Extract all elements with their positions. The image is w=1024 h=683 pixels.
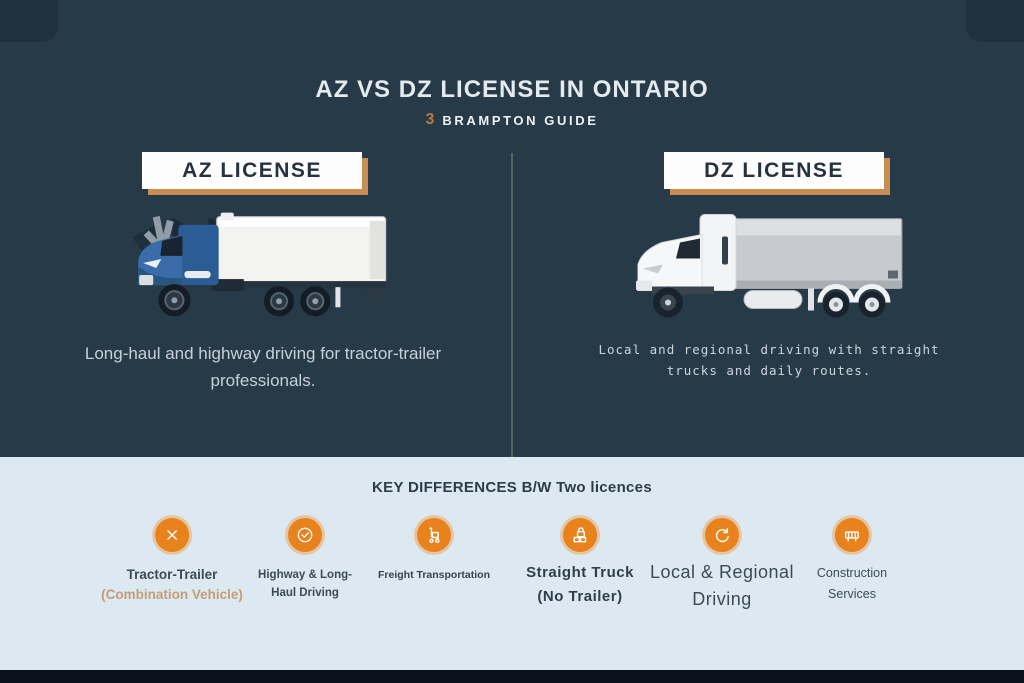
label-line2: Services (828, 587, 876, 602)
key-differences-heading: KEY DIFFERENCES B/W Two licences (372, 479, 652, 496)
check-badge-icon (287, 518, 322, 552)
dz-license-banner: DZ LICENSE (664, 152, 884, 189)
key-difference-local-regional: Local & Regional Driving (650, 518, 794, 613)
page-title: AZ VS DZ LICENSE IN ONTARIO (315, 76, 709, 103)
white-straight-truck-icon (636, 214, 903, 318)
label-line1: Highway & Long- (258, 569, 352, 581)
label-line1: Freight Transportation (377, 569, 491, 581)
key-differences-section (0, 457, 1024, 670)
key-difference-freight-transportation: Freight Transportation (378, 518, 490, 584)
az-license-banner-label: AZ LICENSE (182, 158, 322, 182)
key-difference-straight-truck: Straight Truck (No Trailer) (526, 518, 634, 609)
dz-license-banner-label: DZ LICENSE (704, 158, 844, 182)
blue-tractor-trailer-icon (132, 212, 387, 317)
label-line1: Tractor-Trailer (126, 567, 218, 582)
brand-logo-icon: 3 (425, 111, 435, 128)
column-divider (511, 153, 513, 458)
key-difference-construction: Construction Services (817, 518, 887, 606)
label-line2: Haul Driving (271, 586, 339, 599)
label-line1: Construction (816, 566, 888, 580)
az-description: Long-haul and highway driving for tracto… (84, 344, 442, 391)
az-truck-illustration (116, 200, 428, 332)
key-difference-label: Local & Regional Driving (650, 559, 794, 613)
label-line2: (No Trailer) (537, 588, 623, 605)
dz-truck-illustration (622, 208, 930, 324)
az-license-banner: AZ LICENSE (142, 152, 362, 189)
key-difference-label: Construction Services (817, 563, 887, 606)
key-difference-highway-long-haul: Highway & Long- Haul Driving (258, 518, 352, 603)
label-line1: Local & Regional (649, 562, 795, 582)
key-difference-label: Highway & Long- Haul Driving (258, 567, 352, 603)
brand-row: 3 BRAMPTON GUIDE (0, 111, 1024, 129)
hand-truck-icon (416, 518, 451, 552)
label-line1: Straight Truck (526, 564, 634, 581)
x-mark-icon (154, 518, 189, 552)
corner-decoration-top-right (966, 0, 1024, 42)
corner-decoration-top-left (0, 0, 58, 42)
key-difference-label: Freight Transportation (378, 568, 490, 584)
circular-arrows-icon (705, 518, 739, 552)
brand-name: BRAMPTON GUIDE (442, 112, 599, 128)
dz-description: Local and regional driving with straight… (598, 342, 940, 378)
key-difference-label: Straight Truck (No Trailer) (526, 561, 634, 609)
padlock-cargo-icon (562, 518, 597, 552)
bottom-bar (0, 670, 1024, 683)
label-line2: (Combination Vehicle) (101, 587, 243, 603)
key-difference-tractor-trailer: Tractor-Trailer (Combination Vehicle) (101, 518, 243, 606)
label-line2: Driving (692, 589, 752, 609)
barricade-icon (835, 518, 869, 552)
key-difference-label: Tractor-Trailer (Combination Vehicle) (101, 565, 243, 606)
